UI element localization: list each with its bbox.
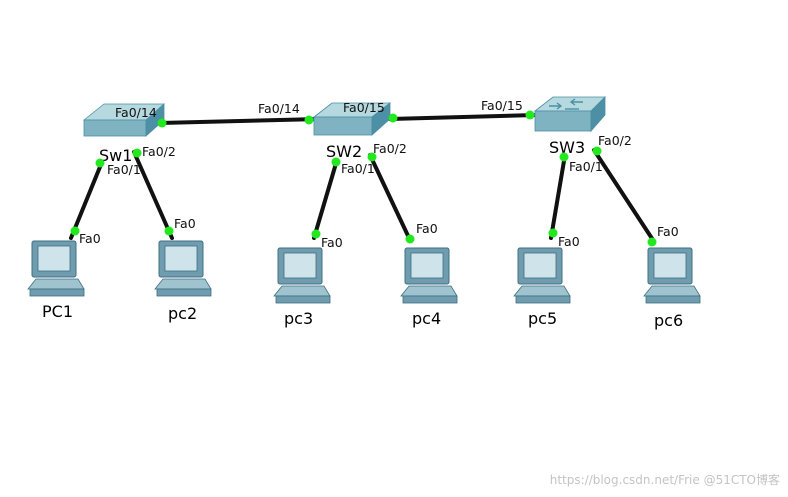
pc-label: PC1	[42, 302, 73, 321]
link-sw1-sw2	[158, 117, 322, 125]
pc-pc1[interactable]: PC1	[27, 240, 85, 321]
pc-icon	[27, 240, 85, 297]
pc-icon	[273, 247, 331, 304]
port-label: Fa0/14	[115, 105, 157, 120]
port-label: Fa0/1	[107, 162, 141, 177]
port-label: Fa0/2	[373, 141, 407, 156]
link-sw3-pc5	[549, 153, 567, 240]
pc-pc3[interactable]: pc3	[273, 247, 331, 328]
port-label: Fa0/1	[569, 159, 603, 174]
port-label: Fa0/14	[258, 101, 300, 116]
port-status-dot	[331, 157, 341, 167]
port-status-dot	[525, 110, 535, 120]
pc-icon	[154, 240, 212, 297]
watermark: https://blog.csdn.net/Frie @51CTO博客	[550, 472, 780, 487]
port-status-dot	[311, 229, 321, 239]
port-label: Fa0/15	[481, 98, 523, 113]
link-sw2-sw3	[388, 113, 538, 121]
port-labels-layer: Fa0/14 Fa0/14 Fa0/15 Fa0/15 Fa0/1 Fa0 Fa…	[79, 98, 679, 250]
switch-label: SW2	[326, 142, 362, 161]
pc-pc2[interactable]: pc2	[154, 240, 212, 323]
port-label: Fa0/1	[341, 161, 375, 176]
port-status-dot	[70, 226, 80, 236]
switch-sw1[interactable]: Sw1	[82, 103, 166, 165]
port-label: Fa0	[174, 216, 196, 231]
pc-icon	[643, 247, 701, 304]
port-label: Fa0/2	[598, 133, 632, 148]
port-status-dot	[304, 115, 314, 125]
switch-sw2[interactable]: SW2	[312, 102, 392, 161]
port-status-dot	[164, 226, 174, 236]
port-label: Fa0	[79, 231, 101, 246]
port-label: Fa0	[321, 235, 343, 250]
port-status-dot	[95, 158, 105, 168]
multilayer-switch-icon	[533, 96, 606, 133]
port-label: Fa0	[657, 224, 679, 239]
link-sw3-pc6	[592, 148, 655, 242]
port-label: Fa0/2	[142, 144, 176, 159]
pc-pc4[interactable]: pc4	[400, 247, 458, 328]
pc-label: pc6	[654, 311, 683, 330]
port-status-dot	[592, 146, 602, 156]
switch-icon-light	[82, 103, 166, 137]
port-status-dot	[132, 148, 142, 158]
port-status-dot	[367, 152, 377, 162]
switch-label: SW3	[549, 138, 585, 157]
link-sw2-pc4	[368, 153, 412, 242]
pc-pc5[interactable]: pc5	[513, 247, 571, 328]
port-status-dot	[548, 228, 558, 238]
pc-icon	[400, 247, 458, 304]
pc-label: pc2	[168, 304, 197, 323]
port-status-dot	[647, 237, 657, 247]
port-label: Fa0	[416, 221, 438, 236]
pc-icon	[513, 247, 571, 304]
port-status-dot	[388, 113, 398, 123]
switch-label: Sw1	[99, 146, 132, 165]
links-layer	[69, 113, 655, 242]
port-label: Fa0/15	[343, 100, 385, 115]
link-sw2-pc3	[312, 158, 339, 240]
port-status-dot	[405, 234, 415, 244]
port-label: Fa0	[558, 234, 580, 249]
switch-sw3[interactable]: SW3	[533, 96, 606, 157]
pc-label: pc5	[528, 309, 557, 328]
pc-label: pc4	[412, 309, 441, 328]
pc-label: pc3	[284, 309, 313, 328]
pc-pc6[interactable]: pc6	[643, 247, 701, 330]
link-sw1-pc1	[69, 160, 104, 240]
port-status-dot	[559, 152, 569, 162]
link-sw1-pc2	[132, 150, 174, 240]
multilayer-arrows-icon	[549, 98, 583, 110]
port-status-dot	[157, 118, 167, 128]
port-status-layer	[70, 110, 657, 247]
